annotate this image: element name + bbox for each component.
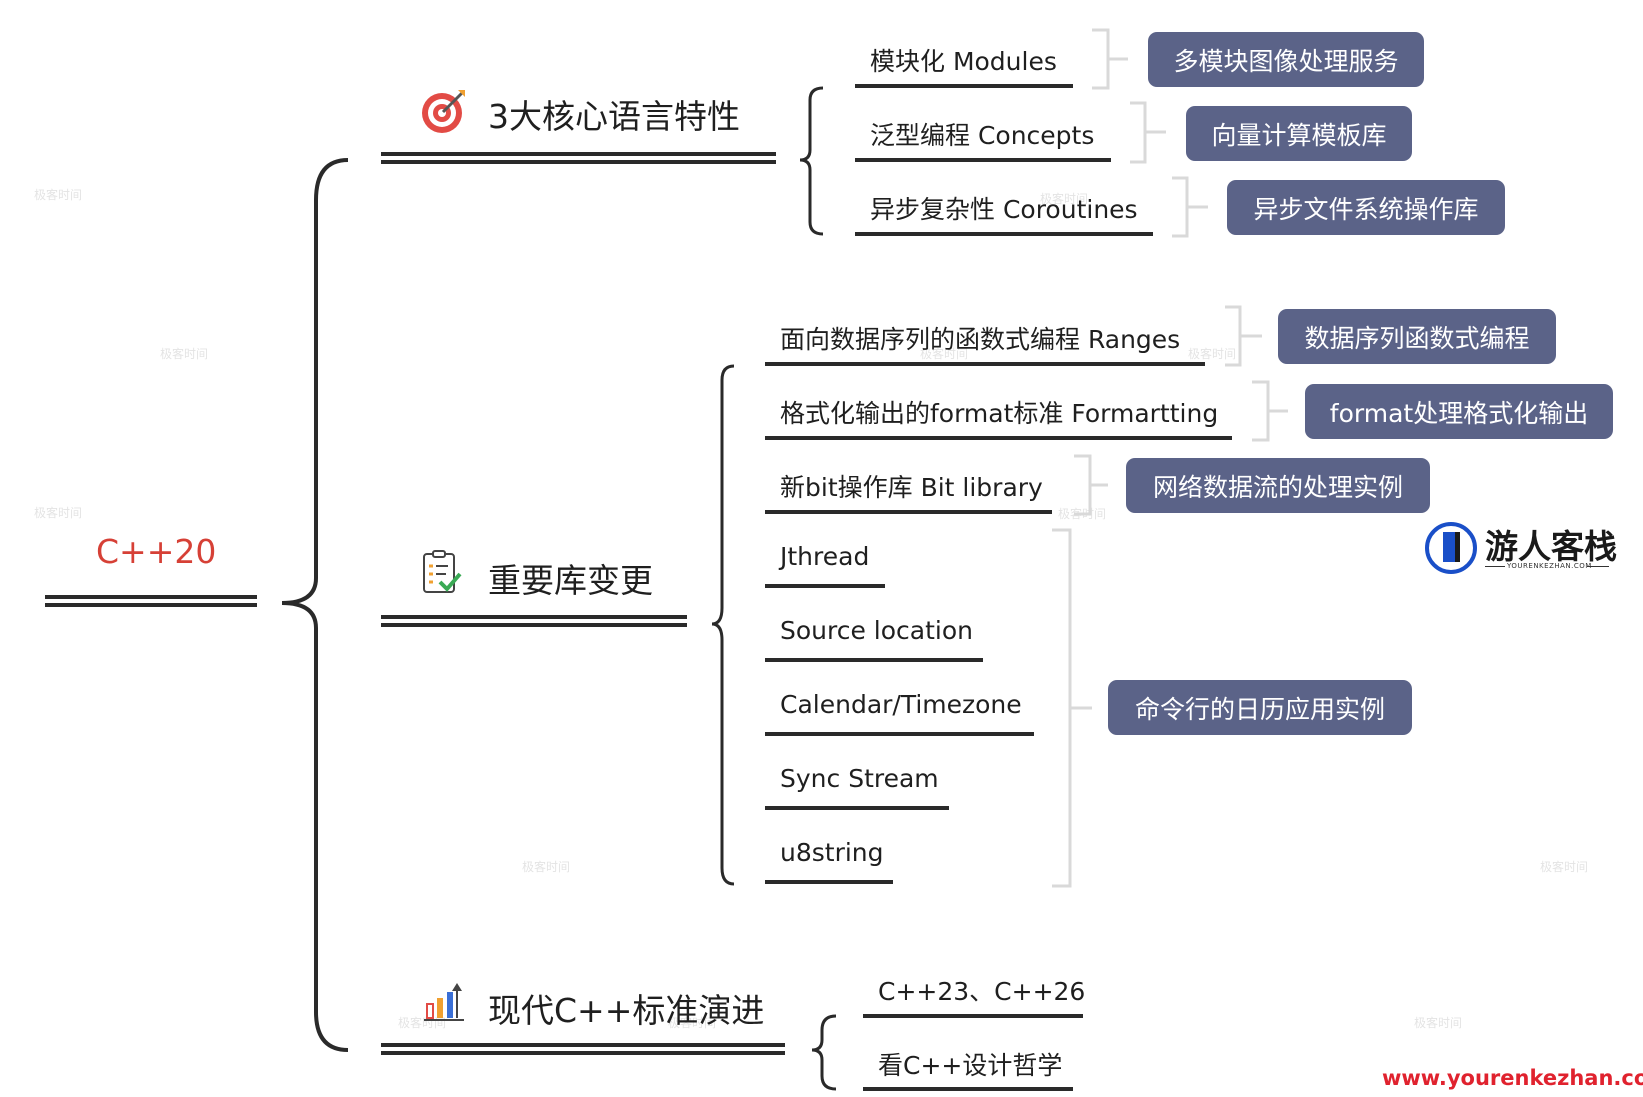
leaf-label: 面向数据序列的函数式编程 Ranges	[780, 325, 1181, 354]
brand-logo: 游人客栈 YOURENKEZHAN.COM	[1425, 522, 1617, 574]
branch-underline	[381, 615, 687, 627]
watermark-text: 极客时间	[160, 347, 209, 361]
leaf-underline	[765, 806, 949, 810]
branch-label: 重要库变更	[488, 561, 653, 600]
tag-connector	[1052, 528, 1092, 888]
root-label: C++20	[96, 532, 217, 571]
leaf-label: Sync Stream	[780, 764, 939, 793]
watermark-text: 极客时间	[1040, 192, 1089, 206]
leaf-underline	[863, 1087, 1073, 1091]
growth-chart-icon	[424, 980, 464, 1026]
watermark-text: 极客时间	[668, 1016, 717, 1030]
target-icon	[418, 86, 468, 140]
brand-mark-icon	[1425, 522, 1477, 574]
tag-connector	[1225, 305, 1262, 367]
branch-underline	[381, 152, 776, 164]
watermark-text: 极客时间	[34, 188, 83, 202]
tag-connector	[1252, 380, 1288, 442]
example-tag: 数据序列函数式编程	[1278, 309, 1556, 364]
brand-subtitle: YOURENKEZHAN.COM	[1507, 562, 1592, 570]
leaf-label: Source location	[780, 616, 974, 645]
leaf-label: C++23、C++26	[878, 977, 1086, 1006]
example-tag: format处理格式化输出	[1305, 384, 1613, 439]
branch-label: 3大核心语言特性	[488, 97, 740, 136]
leaf-underline	[855, 158, 1111, 162]
tag-connector	[1130, 101, 1166, 164]
site-url[interactable]: www.yourenkezhan.com	[1382, 1066, 1643, 1090]
watermark-text: 极客时间	[1414, 1016, 1463, 1030]
brand-rule	[1485, 566, 1505, 567]
leaf-underline	[765, 732, 1034, 736]
example-tag: 向量计算模板库	[1186, 106, 1412, 161]
leaf-underline	[855, 84, 1073, 88]
leaf-underline	[765, 510, 1052, 514]
checklist-icon	[422, 550, 462, 600]
leaf-underline	[765, 584, 885, 588]
leaf-underline	[765, 436, 1232, 440]
tag-connector	[1092, 28, 1128, 90]
tag-connector	[1172, 176, 1208, 238]
brand-name: 游人客栈	[1485, 527, 1617, 566]
leaf-underline	[765, 362, 1205, 366]
leaf-label: u8string	[780, 838, 884, 867]
leaf-label: 看C++设计哲学	[878, 1051, 1063, 1080]
watermark-text: 极客时间	[522, 860, 571, 874]
leaf-label: 泛型编程 Concepts	[870, 121, 1095, 150]
example-tag: 网络数据流的处理实例	[1126, 458, 1430, 513]
branch3-brace	[811, 1014, 837, 1091]
leaf-underline	[765, 658, 983, 662]
example-tag: 异步文件系统操作库	[1227, 180, 1505, 235]
example-tag: 多模块图像处理服务	[1148, 32, 1424, 87]
leaf-label: 格式化输出的format标准 Formartting	[780, 399, 1219, 428]
watermark-text: 极客时间	[920, 347, 969, 361]
branch2-brace	[711, 364, 735, 886]
leaf-label: 模块化 Modules	[870, 47, 1057, 76]
branch-underline	[381, 1043, 785, 1055]
branch-label: 现代C++标准演进	[488, 991, 765, 1030]
tag-connector	[1074, 454, 1108, 516]
watermark-text: 极客时间	[1540, 860, 1589, 874]
watermark-text: 极客时间	[34, 506, 83, 520]
leaf-label: 异步复杂性 Coroutines	[870, 195, 1138, 224]
leaf-label: Jthread	[780, 542, 870, 571]
brand-rule	[1587, 566, 1609, 567]
leaf-underline	[863, 1014, 1083, 1018]
leaf-underline	[765, 880, 893, 884]
root-underline	[45, 595, 257, 607]
leaf-label: 新bit操作库 Bit library	[780, 473, 1043, 502]
root-brace	[281, 158, 349, 1052]
example-tag: 命令行的日历应用实例	[1108, 680, 1412, 735]
branch1-brace	[799, 86, 824, 236]
leaf-underline	[855, 232, 1153, 236]
leaf-label: Calendar/Timezone	[780, 690, 1022, 719]
watermark-text: 极客时间	[1188, 347, 1237, 361]
